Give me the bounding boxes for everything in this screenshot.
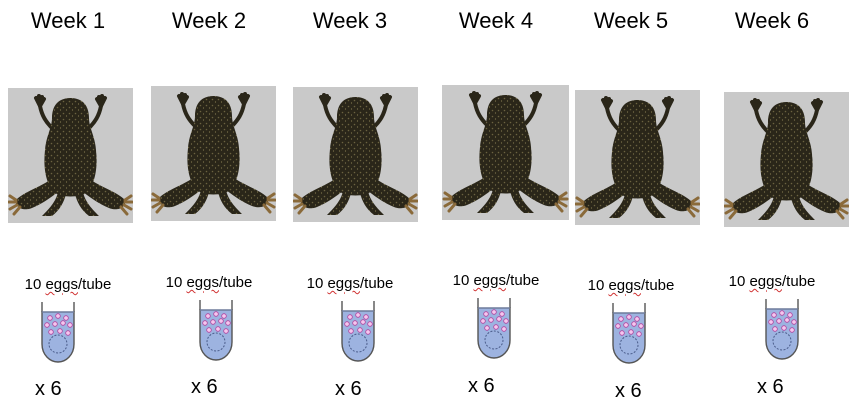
week-label: Week 1: [30, 8, 106, 33]
test-tube-icon: [336, 301, 380, 363]
frog-image: [151, 86, 276, 221]
test-tube-icon: [607, 303, 651, 365]
frog-image: [724, 92, 849, 227]
eggs-per-tube-label: 10 eggs/tube: [24, 276, 112, 293]
week-label: Week 2: [171, 8, 247, 33]
week-label: Week 3: [312, 8, 388, 33]
test-tube-icon: [194, 300, 238, 362]
week-column-2: Week 2 10 eggs/tube x 6: [139, 0, 279, 410]
tube-count: x 6: [191, 376, 218, 398]
tube-count: x 6: [757, 376, 784, 398]
week-label: Week 4: [458, 8, 534, 33]
week-column-3: Week 3 10 eggs/tube x 6: [280, 0, 420, 410]
eggs-per-tube-label: 10 eggs/tube: [587, 277, 675, 294]
week-column-1: Week 1 10 eggs/tube x 6: [0, 0, 138, 410]
week-column-6: Week 6 10 eggs/tube x 6: [702, 0, 849, 410]
eggs-per-tube-label: 10 eggs/tube: [165, 274, 253, 291]
frog-image: [442, 85, 569, 220]
eggs-per-tube-label: 10 eggs/tube: [306, 275, 394, 292]
eggs-per-tube-label: 10 eggs/tube: [452, 272, 540, 289]
test-tube-icon: [760, 299, 804, 361]
tube-count: x 6: [335, 378, 362, 400]
frog-image: [575, 90, 700, 225]
frog-image: [293, 87, 418, 222]
eggs-per-tube-label: 10 eggs/tube: [728, 273, 816, 290]
test-tube-icon: [472, 298, 516, 360]
tube-count: x 6: [35, 378, 62, 400]
tube-count: x 6: [468, 375, 495, 397]
week-label: Week 6: [734, 8, 810, 33]
week-column-4: Week 4 10 eggs/tube x 6: [426, 0, 569, 410]
test-tube-icon: [36, 302, 80, 364]
week-column-5: Week 5 10 eggs/tube x 6: [561, 0, 701, 410]
week-label: Week 5: [593, 8, 669, 33]
tube-count: x 6: [615, 380, 642, 402]
frog-image: [8, 88, 133, 223]
